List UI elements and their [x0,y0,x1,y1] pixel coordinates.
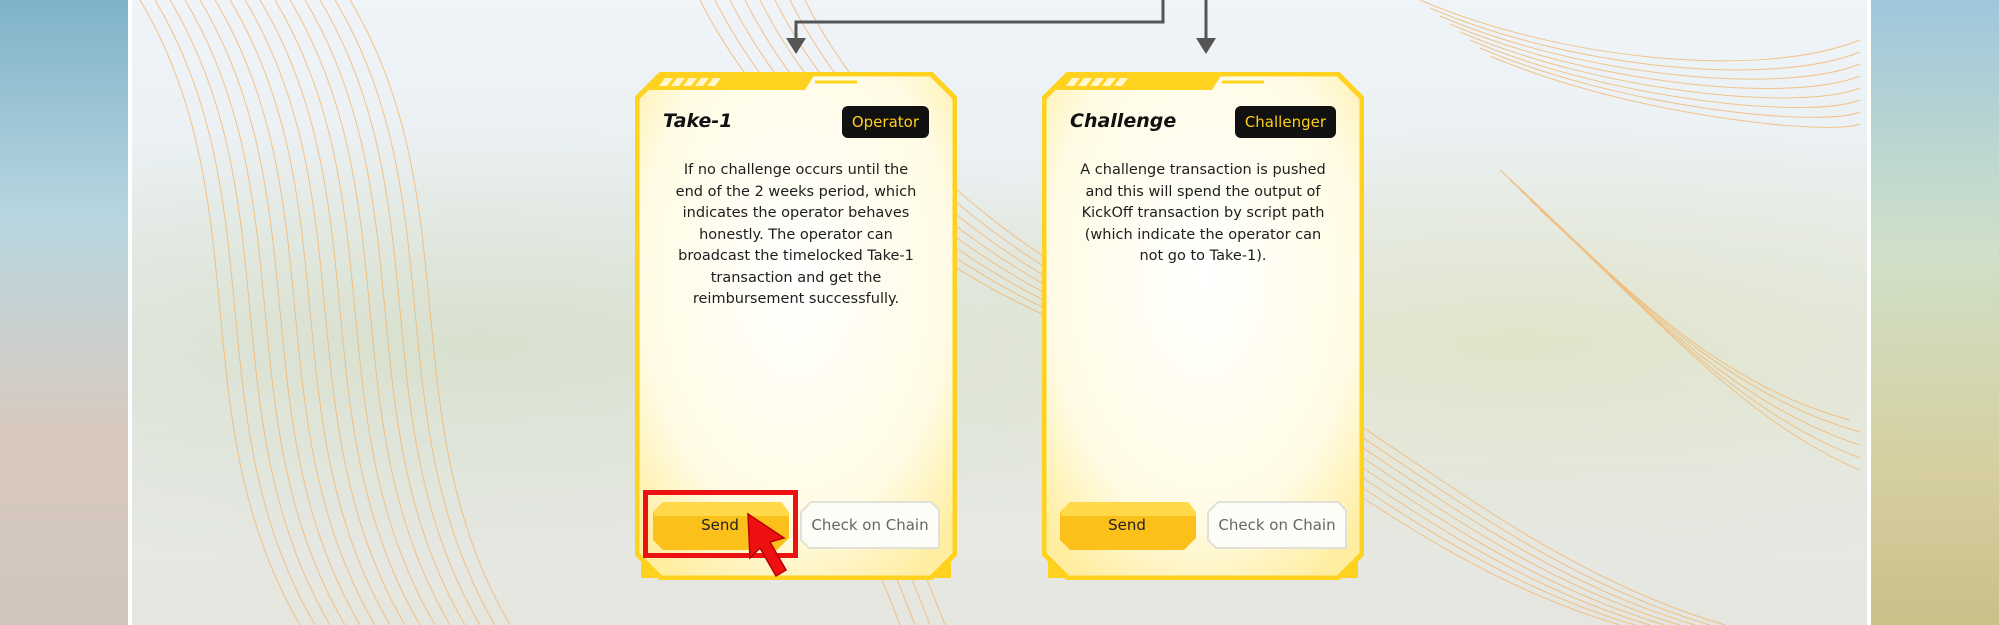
check-on-chain-button-shape [800,501,940,549]
card-frame [635,72,957,580]
send-button-label: Send [1108,516,1146,534]
background-image [132,0,1867,625]
background-left-panel [0,0,132,625]
card-title: Challenge [1070,110,1177,132]
card-description: If no challenge occurs until the end of … [675,162,917,307]
red-arrow-cursor-icon [747,512,788,578]
send-button-shape [1060,502,1196,550]
role-badge: Operator [841,106,929,138]
check-on-chain-label: Check on Chain [1218,516,1336,534]
send-button-label: Send [701,516,739,534]
highlight-box [643,490,798,558]
arrow-down-icon [786,38,806,54]
send-button[interactable]: Send [1058,500,1196,550]
role-badge: Challenger [1234,106,1336,138]
challenge-card: Challenge Challenger A challenge transac… [1042,72,1364,580]
background-right-panel [1867,0,1999,625]
card-frame [1042,72,1364,580]
check-on-chain-button[interactable]: Check on Chain [799,500,941,550]
check-on-chain-button-shape [1207,501,1347,549]
card-description: A challenge transaction is pushed and th… [1080,162,1326,264]
check-on-chain-button[interactable]: Check on Chain [1206,500,1348,550]
card-title: Take-1 [663,110,733,132]
arrow-down-icon [1196,38,1216,54]
flow-connector [786,0,1216,54]
check-on-chain-label: Check on Chain [811,516,929,534]
take-1-card: Take-1 Operator If no challenge occurs u… [635,72,957,580]
